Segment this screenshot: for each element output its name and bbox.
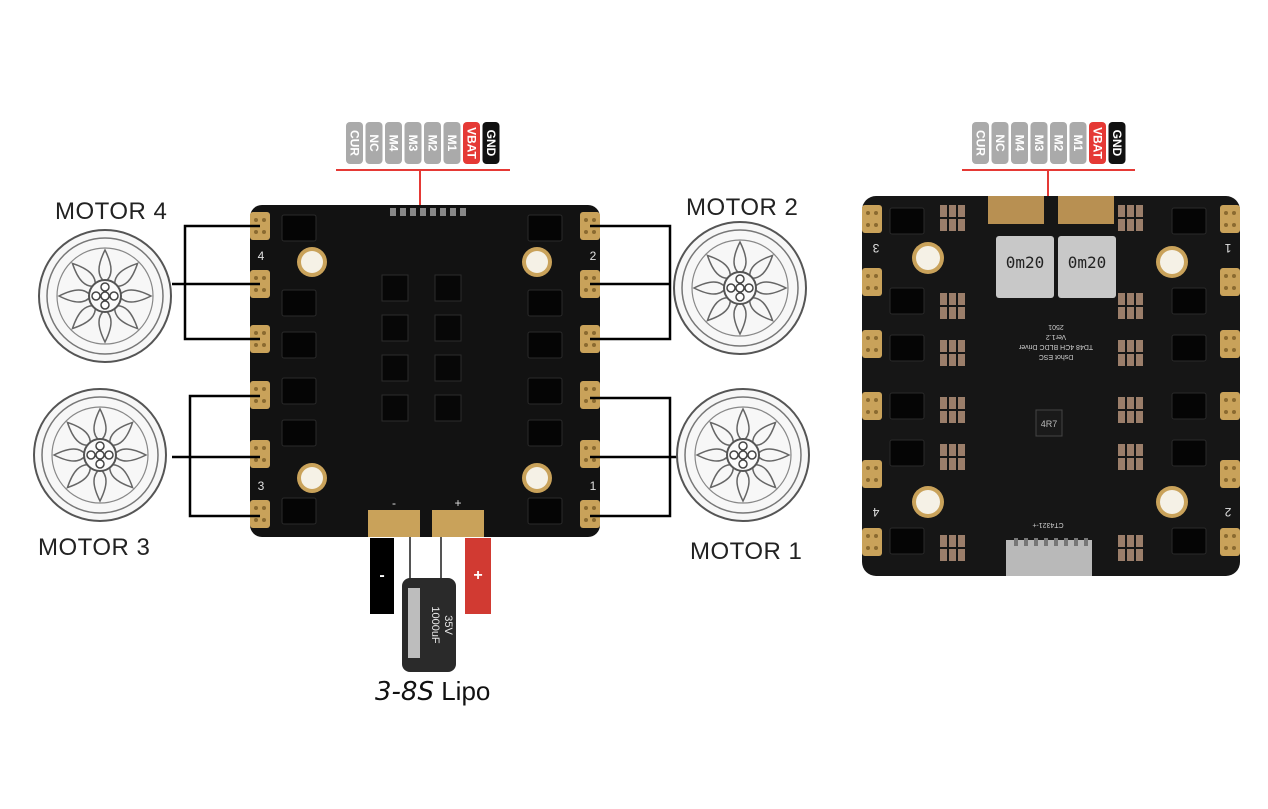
product-version: Ver1.2: [1046, 333, 1066, 340]
corner-label-3: 3: [258, 479, 265, 493]
back-corner-label-2: 2: [1224, 505, 1231, 519]
corner-label-2: 2: [590, 249, 597, 263]
motor-wires: [172, 224, 680, 518]
pin-gnd: GND: [482, 122, 500, 164]
pin-label: M3: [1032, 135, 1046, 152]
pin-label: M4: [1013, 135, 1027, 152]
pin-label: M2: [1052, 135, 1066, 152]
back-corner-label-1: 1: [1224, 241, 1231, 255]
power-minus-mark: -: [392, 496, 396, 510]
power-plus-mark: +: [454, 496, 461, 510]
pin-label: VBAT: [465, 127, 479, 159]
header-pin-labels: CT4321-+: [1032, 521, 1063, 528]
esc-board-back: 0m20 0m20 Dshot ESC TD48 4CH BLDC Driver…: [862, 196, 1240, 576]
back-corner-label-3: 3: [872, 241, 879, 255]
motor-4-icon: [38, 229, 172, 363]
pin-m3: M3: [404, 122, 422, 164]
signal-header: [1006, 540, 1092, 576]
motor-2-icon: [673, 221, 807, 355]
negative-lead-mark: -: [379, 567, 384, 584]
pcb-body: [250, 205, 600, 537]
pin-label: M1: [445, 135, 459, 152]
battery-label: 3-8S Lipo: [375, 676, 490, 707]
pin-cur: CUR: [346, 122, 363, 164]
pin-cur: CUR: [972, 122, 989, 164]
motor-1-label: MOTOR 1: [690, 538, 803, 565]
pin-nc: NC: [991, 122, 1009, 164]
motor-3-icon: [33, 388, 167, 522]
shunt-right-value: 0m20: [1068, 253, 1107, 272]
capacitor-voltage: 35V: [442, 615, 454, 635]
pin-m2: M2: [424, 122, 441, 164]
power-pad-positive: [432, 510, 484, 537]
positive-lead: [465, 538, 491, 614]
corner-label-4: 4: [258, 249, 265, 263]
pin-label: NC: [993, 134, 1007, 152]
inductor: [1035, 409, 1063, 437]
pin-label: CUR: [348, 130, 362, 156]
capacitor-value: 1000uF: [429, 606, 441, 644]
motor-1-icon: [676, 388, 810, 522]
pin-label: GND: [1110, 130, 1124, 157]
inductor-value: 4R7: [1041, 419, 1058, 429]
pin-m1: M1: [443, 122, 461, 164]
battery-connection: - + 35V 1000uF: [370, 537, 491, 672]
pin-m4: M4: [385, 122, 402, 164]
pin-label: M3: [406, 135, 420, 152]
pin-m3: M3: [1030, 122, 1048, 164]
pin-vbat: VBAT: [463, 122, 480, 164]
product-description: TD48 4CH BLDC Driver: [1018, 343, 1093, 350]
left-signal-connector: CUR NC M4 M3 M2 M1 VBAT GND: [336, 122, 510, 205]
shunt-left-value: 0m20: [1006, 253, 1045, 272]
battery-type: Lipo: [441, 676, 491, 706]
product-date: 2501: [1048, 323, 1064, 330]
pin-label: M4: [387, 135, 401, 152]
motor-4-label: MOTOR 4: [55, 198, 168, 225]
pin-label: CUR: [974, 130, 988, 156]
pin-nc: NC: [365, 122, 383, 164]
motor-2-label: MOTOR 2: [686, 194, 799, 221]
motor-3-label: MOTOR 3: [38, 534, 151, 561]
pcb-body: [862, 196, 1240, 576]
pin-label: M1: [1071, 135, 1085, 152]
positive-lead-mark: +: [473, 567, 482, 584]
pin-m2: M2: [1050, 122, 1067, 164]
power-pad-negative: [368, 510, 420, 537]
corner-label-1: 1: [590, 479, 597, 493]
pin-label: VBAT: [1091, 127, 1105, 159]
pin-gnd: GND: [1108, 122, 1126, 164]
pin-m1: M1: [1069, 122, 1087, 164]
battery-cell-range: 3-8S: [375, 677, 434, 707]
product-name: Dshot ESC: [1039, 353, 1074, 360]
shunt-resistor-left: [996, 236, 1054, 298]
right-signal-connector: CUR NC M4 M3 M2 M1 VBAT GND: [962, 122, 1135, 198]
pin-m4: M4: [1011, 122, 1028, 164]
back-corner-label-4: 4: [872, 505, 879, 519]
shunt-resistor-right: [1058, 236, 1116, 298]
pin-label: M2: [426, 135, 440, 152]
esc-board-front: - + 4 2 3 1: [250, 205, 600, 537]
negative-lead: [370, 538, 394, 614]
pin-vbat: VBAT: [1089, 122, 1106, 164]
pin-label: NC: [367, 134, 381, 152]
pin-label: GND: [484, 130, 498, 157]
